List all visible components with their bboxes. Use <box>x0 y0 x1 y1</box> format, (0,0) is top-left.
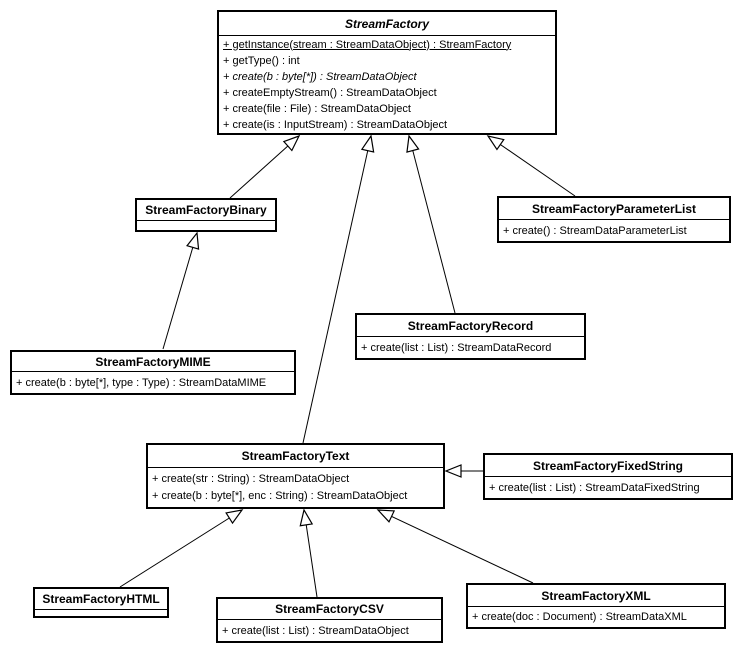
class-streamfactoryrecord: StreamFactoryRecord + create(list : List… <box>355 313 586 360</box>
class-title: StreamFactoryFixedString <box>485 455 731 477</box>
generalization-parameterlist-to-streamfactory <box>486 135 576 197</box>
method-item: + create() : StreamDataParameterList <box>503 224 687 237</box>
generalization-text-to-streamfactory <box>302 134 375 444</box>
method-item: + createEmptyStream() : StreamDataObject <box>223 86 437 99</box>
method-item: + create(list : List) : StreamDataObject <box>222 624 409 637</box>
generalization-record-to-streamfactory <box>406 134 456 314</box>
class-title: StreamFactoryMIME <box>12 352 294 372</box>
class-title: StreamFactoryBinary <box>137 200 275 221</box>
generalization-html-to-text <box>119 509 244 588</box>
method-list: + create(str : String) : StreamDataObjec… <box>148 468 443 507</box>
class-title: StreamFactoryHTML <box>35 589 167 610</box>
method-list-empty <box>137 221 275 230</box>
class-title: StreamFactoryParameterList <box>499 198 729 220</box>
method-item: + create(is : InputStream) : StreamDataO… <box>223 118 448 131</box>
method-item: + getType() : int <box>223 54 300 67</box>
generalization-binary-to-streamfactory <box>229 134 301 199</box>
class-title: StreamFactoryCSV <box>218 599 441 620</box>
generalization-csv-to-text <box>299 508 318 598</box>
class-streamfactoryfixedstring: StreamFactoryFixedString + create(list :… <box>483 453 733 500</box>
method-item: + create(b : byte[*], enc : String) : St… <box>152 489 408 502</box>
class-streamfactoryparameterlist: StreamFactoryParameterList + create() : … <box>497 196 731 243</box>
class-streamfactoryhtml: StreamFactoryHTML <box>33 587 169 618</box>
method-item: + create(b : byte[*], type : Type) : Str… <box>16 376 267 389</box>
method-item: + create(str : String) : StreamDataObjec… <box>152 472 350 485</box>
method-list: + create(b : byte[*], type : Type) : Str… <box>12 372 294 393</box>
class-title: StreamFactoryText <box>148 445 443 468</box>
method-item: + create(doc : Document) : StreamDataXML <box>472 611 687 623</box>
class-streamfactorymime: StreamFactoryMIME + create(b : byte[*], … <box>10 350 296 395</box>
class-streamfactory: StreamFactory + getInstance(stream : Str… <box>217 10 557 135</box>
class-streamfactorycsv: StreamFactoryCSV + create(list : List) :… <box>216 597 443 643</box>
class-streamfactoryxml: StreamFactoryXML + create(doc : Document… <box>466 583 726 629</box>
method-list: + getInstance(stream : StreamDataObject)… <box>219 36 555 133</box>
method-list: + create(list : List) : StreamDataObject <box>218 620 441 641</box>
method-item: + create(b : byte[*]) : StreamDataObject <box>223 70 417 83</box>
method-item: + create(list : List) : StreamDataFixedS… <box>489 481 700 494</box>
class-title: StreamFactoryXML <box>468 585 724 607</box>
method-list: + create() : StreamDataParameterList <box>499 220 729 241</box>
generalization-mime-to-binary <box>162 231 200 350</box>
method-list: + create(list : List) : StreamDataFixedS… <box>485 477 731 498</box>
class-title: StreamFactory <box>219 12 555 36</box>
method-list: + create(doc : Document) : StreamDataXML <box>468 607 724 627</box>
method-item: + create(file : File) : StreamDataObject <box>223 102 411 115</box>
method-list-empty <box>35 610 167 616</box>
method-list: + create(list : List) : StreamDataRecord <box>357 337 584 358</box>
class-title: StreamFactoryRecord <box>357 315 584 337</box>
method-item: + create(list : List) : StreamDataRecord <box>361 341 552 354</box>
class-streamfactorytext: StreamFactoryText + create(str : String)… <box>146 443 445 509</box>
method-item: + getInstance(stream : StreamDataObject)… <box>223 38 512 51</box>
generalization-xml-to-text <box>376 509 534 584</box>
class-streamfactorybinary: StreamFactoryBinary <box>135 198 277 232</box>
